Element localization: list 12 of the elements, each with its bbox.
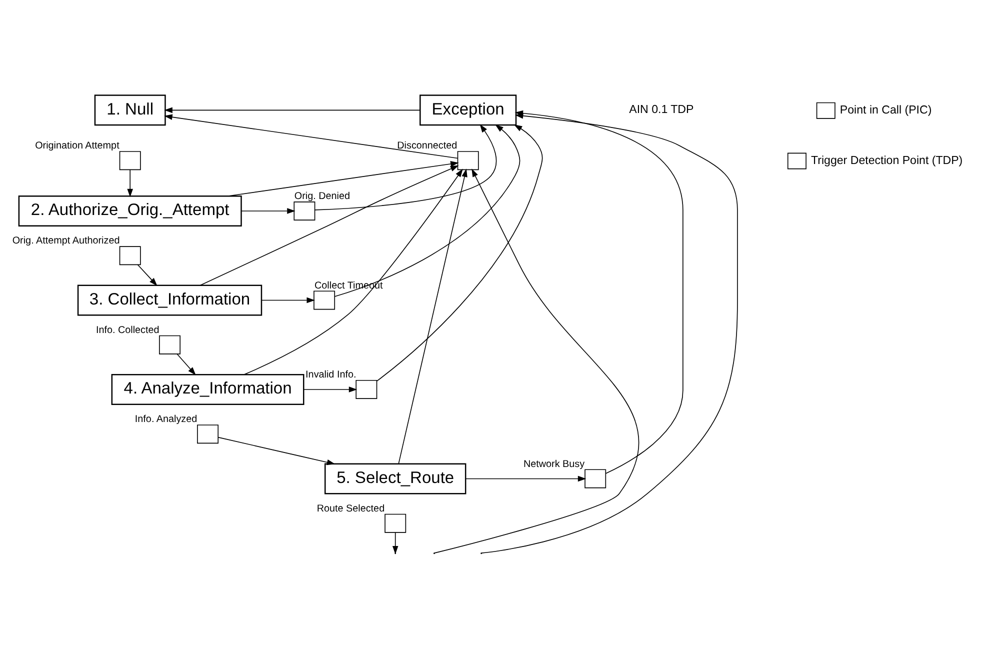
node-label: Disconnected	[397, 140, 458, 152]
node-label: Info. Analyzed	[134, 414, 198, 426]
node-label: Network Busy	[523, 458, 585, 470]
node-label: Origination Attempt	[35, 140, 120, 152]
node-label: Info. Collected	[96, 324, 160, 336]
legend-label: Trigger Detection Point (TDP)	[811, 155, 963, 168]
node-label: Invalid Info.	[306, 370, 356, 381]
node-label: Route Selected	[316, 503, 385, 514]
node-label: Orig. Denied	[294, 191, 350, 202]
legend-label: Point in Call (PIC)	[840, 104, 932, 117]
node-label: Orig. Attempt Authorized	[12, 236, 120, 247]
label: AIN 0.1 TDP	[629, 104, 694, 116]
